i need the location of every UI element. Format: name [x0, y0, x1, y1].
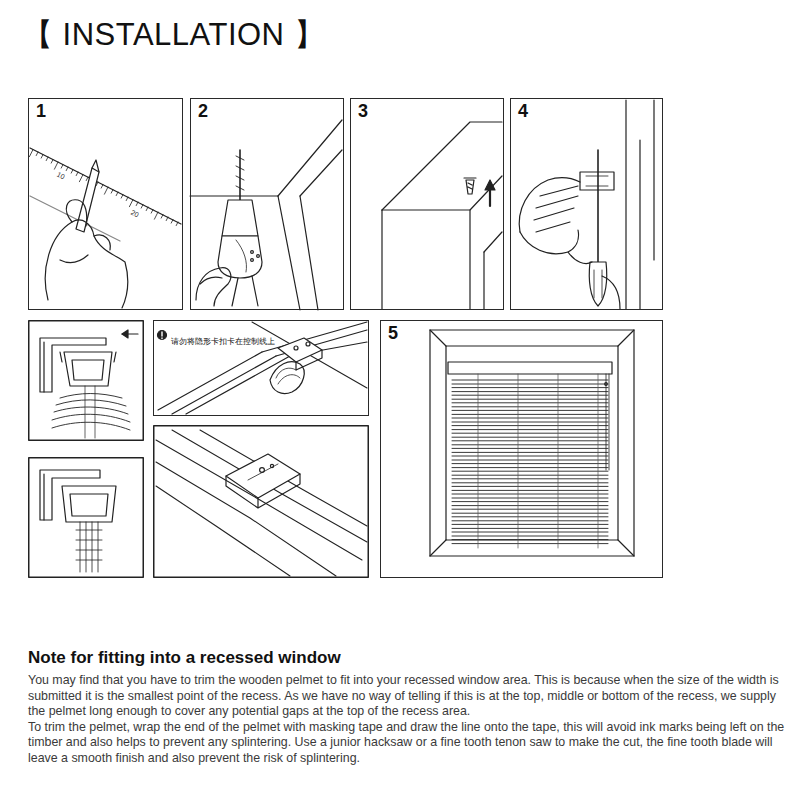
rail-clip-drawing — [156, 430, 367, 576]
step-number: 1 — [36, 102, 46, 122]
step-number: 4 — [518, 102, 528, 122]
ruler-ticks — [29, 150, 178, 226]
step-panel: 5 — [380, 320, 663, 578]
step-panel: 2 — [190, 98, 344, 310]
ruler-drawing — [29, 148, 181, 308]
note-paragraph: You may find that you have to trim the w… — [28, 673, 788, 720]
panel-frame — [29, 458, 144, 578]
headrail-profile — [40, 470, 116, 572]
page-title: 【 INSTALLATION 】 — [22, 14, 325, 56]
step-panel: 4 — [510, 98, 663, 310]
panel-frame — [154, 426, 369, 578]
ruler-number: 20 — [129, 208, 141, 219]
screwdriver-drawing — [519, 100, 654, 309]
drill-drawing — [190, 120, 342, 310]
ruler-number: 10 — [55, 170, 67, 181]
warning-note: 请勿将隐形卡扣卡在控制线上 — [171, 338, 275, 347]
step-panel: 1 — [28, 98, 183, 310]
step-panel: 3 — [350, 98, 504, 310]
headrail-profile — [40, 330, 138, 438]
blind-slats — [452, 380, 608, 544]
rail-clip-drawing — [158, 322, 368, 414]
note-paragraph: To trim the pelmet, wrap the end of the … — [28, 720, 788, 767]
bracket-screw-drawing — [382, 122, 502, 309]
note-heading: Note for fitting into a recessed window — [28, 648, 778, 668]
window-blind-drawing — [430, 330, 634, 556]
panel-frame — [29, 321, 144, 441]
step-number: 3 — [358, 102, 368, 122]
step-number: 2 — [198, 102, 208, 122]
note-panel: 请勿将隐形卡扣卡在控制线上 — [153, 320, 369, 416]
step-number: 5 — [388, 324, 398, 344]
